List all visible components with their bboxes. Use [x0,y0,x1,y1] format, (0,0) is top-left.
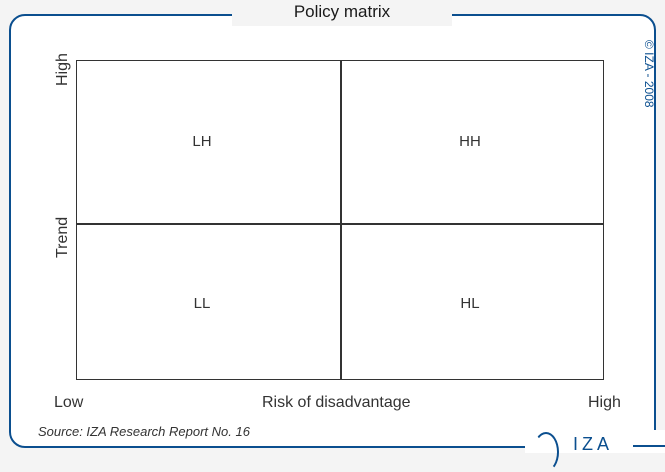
logo-text: IZA [573,434,614,454]
iza-logo: IZA [525,430,665,472]
matrix-vertical-divider [340,60,342,380]
diagram-frame [9,14,656,448]
quadrant-label-top-left: LH [192,133,212,150]
logo-rule [633,445,665,447]
title-background [232,4,452,26]
quadrant-label-bottom-left: LL [193,295,211,312]
matrix-horizontal-divider [76,223,604,225]
y-axis-title: Trend [54,216,71,258]
x-axis-title: Risk of disadvantage [262,394,411,411]
x-axis-low-label: Low [54,394,84,411]
x-axis-high-label: High [588,394,621,411]
diagram-title: Policy matrix [293,2,391,21]
quadrant-label-top-right: HH [459,133,481,150]
copyright-notice: © IZA - 2008 [642,40,656,108]
y-axis-high-label: High [54,53,71,86]
quadrant-label-bottom-right: HL [460,295,480,312]
logo-arc-icon [533,432,559,472]
source-caption: Source: IZA Research Report No. 16 [38,424,250,439]
